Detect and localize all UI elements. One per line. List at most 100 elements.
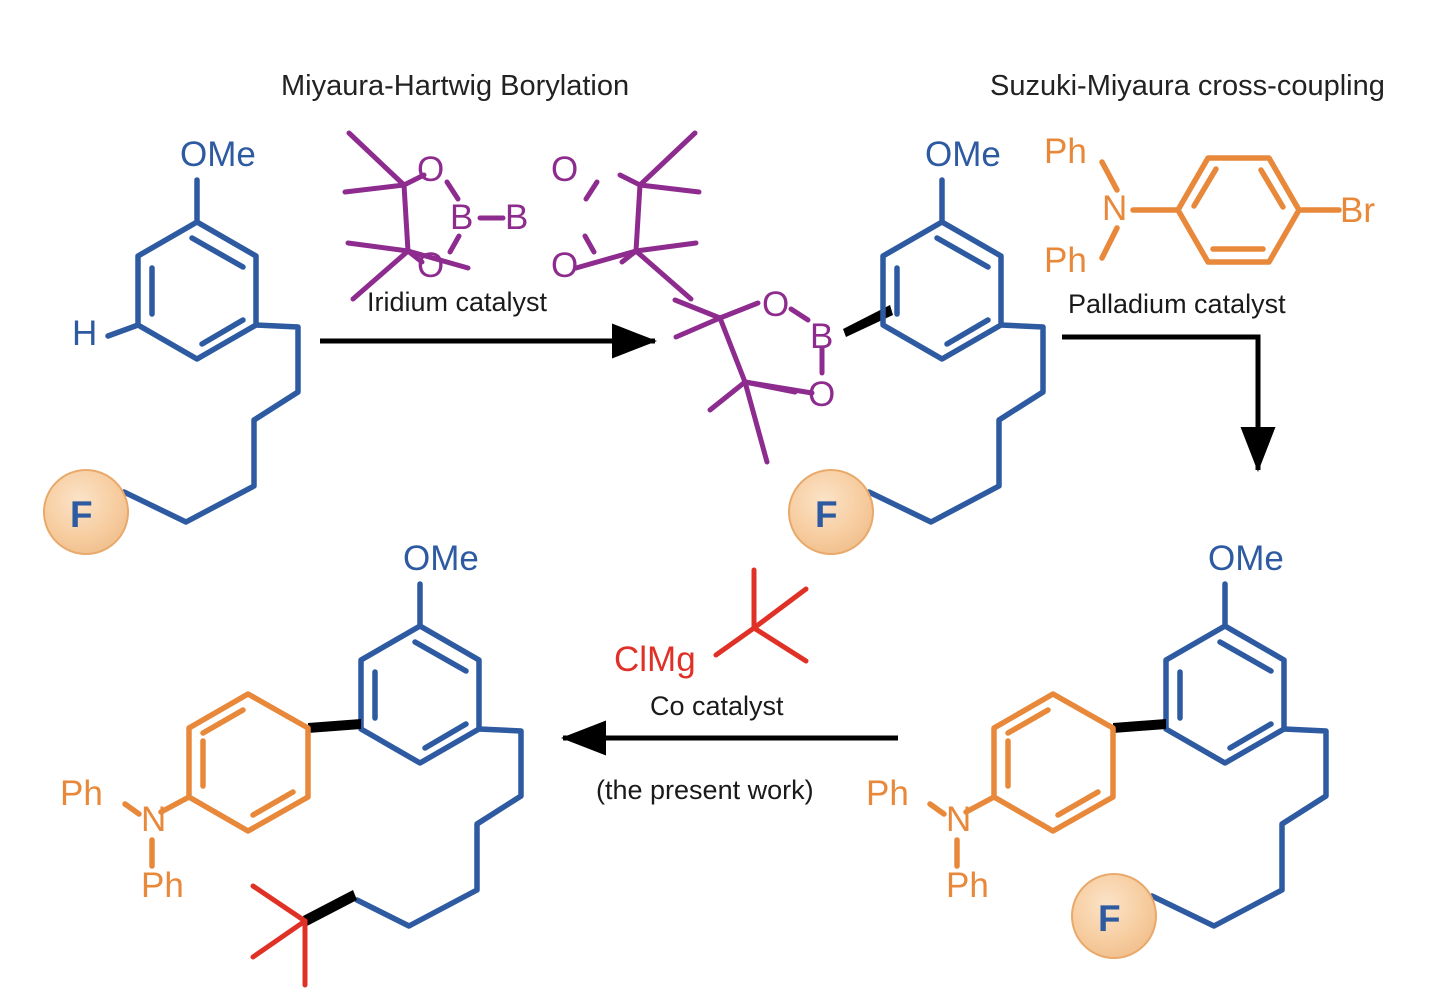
ring-aniline-coupled — [991, 691, 1116, 834]
arrow-line-step2 — [1062, 334, 1276, 472]
label-b-boronate: B — [810, 317, 833, 356]
label-ph-bromide-bot: Ph — [1044, 241, 1087, 280]
label-ome-product: OMe — [403, 539, 479, 578]
arrow-step1: Iridium catalyst — [320, 287, 657, 359]
ring-arene-substrate — [135, 219, 259, 362]
chain-alkyl-coupled — [1149, 726, 1329, 929]
boronate-c-o-bot — [742, 379, 798, 395]
label-o-b2pin2-lt: O — [417, 150, 444, 189]
bond-wedge-biaryl-product — [308, 719, 361, 733]
label-br: Br — [1340, 191, 1375, 230]
b2pin2-left-c-o-top — [401, 172, 427, 188]
label-o-boronate-bot: O — [808, 375, 835, 414]
label-n-coupled: N — [946, 800, 971, 839]
ring-aniline-product — [186, 691, 311, 834]
label-ph-product-left: Ph — [60, 774, 103, 813]
boronate-o-b-top — [788, 306, 811, 323]
ring-double-1 — [189, 235, 246, 270]
b2pin2-me-r1 — [637, 130, 698, 188]
b2pin2-me-l3 — [345, 240, 411, 254]
b2pin2-me-r4 — [633, 248, 694, 302]
label-ome-boronate: OMe — [925, 135, 1001, 174]
b2pin2-left-o-b-top — [444, 179, 461, 202]
label-ph-coupled-bot: Ph — [946, 866, 989, 905]
reagent-grignard: ClMg — [614, 567, 809, 679]
reagent-aryl-bromide: Ph Ph N Br — [1044, 132, 1375, 280]
ringbr-double-1 — [1191, 166, 1219, 209]
ring6-double-1 — [200, 707, 246, 736]
ring2-double-1 — [934, 235, 991, 270]
ring-arene-coupled — [1163, 623, 1287, 766]
bond-n-ph-bot — [1099, 225, 1120, 261]
highlight-circle-f-boronate — [788, 469, 874, 555]
boronate-me-3 — [707, 379, 748, 413]
bond-aryl-n-product — [158, 794, 192, 815]
bond-aryl-n-coupled — [963, 794, 997, 815]
b2pin2-right-c-o-bot — [619, 248, 639, 265]
boronate-me-2 — [673, 315, 723, 340]
b2pin2-me-r2 — [637, 182, 702, 195]
bond-n-ph-top — [1099, 159, 1120, 193]
label-o-b2pin2-rt: O — [551, 150, 578, 189]
label-f-coupled: F — [1098, 898, 1121, 939]
label-f-boronate: F — [815, 494, 838, 535]
ring5-double-3 — [422, 721, 469, 751]
molecule-coupled: OMe N Ph Ph F — [866, 539, 1329, 959]
label-ome-substrate: OMe — [180, 135, 256, 174]
bond-n-ph-product-l — [122, 801, 142, 817]
label-b-b2pin2-right: B — [505, 198, 528, 237]
b2pin2-right-c-o-top — [617, 172, 643, 188]
label-clmg: ClMg — [614, 640, 696, 679]
boronate-c-o-top — [717, 300, 761, 321]
reagent-b2pin2: O O B B O O — [342, 130, 702, 302]
chain-alkyl-substrate — [121, 322, 301, 525]
ring-arene-product — [358, 623, 482, 766]
ring2-double-3 — [944, 317, 991, 347]
b2pin2-me-r3 — [633, 240, 699, 254]
label-n-product: N — [141, 800, 166, 839]
label-ph-coupled-left: Ph — [866, 774, 909, 813]
molecule-boronate: O O B OMe F — [672, 135, 1046, 555]
ring-double-3 — [199, 317, 246, 347]
highlight-circle-f-substrate — [43, 469, 129, 555]
label-h-substrate: H — [72, 314, 97, 353]
bond-h-ring — [105, 322, 141, 339]
label-o-b2pin2-lb: O — [417, 246, 444, 285]
ring4-double-3 — [1055, 789, 1101, 818]
arrow-step3: Co catalyst (the present work) — [561, 691, 898, 805]
chain-alkyl-product — [354, 726, 524, 929]
bond-tbu-me-p2 — [250, 918, 308, 960]
b2pin2-left-o-b-bot — [447, 233, 462, 255]
ring3-double-3 — [1227, 721, 1274, 751]
label-palladium-catalyst: Palladium catalyst — [1068, 289, 1286, 319]
label-o-b2pin2-rb: O — [551, 246, 578, 285]
label-o-boronate-top: O — [762, 285, 789, 324]
label-ome-coupled: OMe — [1208, 539, 1284, 578]
boronate-cc — [717, 315, 815, 396]
b2pin2-me-l1 — [346, 130, 407, 188]
label-n-bromide: N — [1102, 189, 1127, 228]
label-b-b2pin2-left: B — [450, 198, 473, 237]
ring3-double-1 — [1217, 639, 1274, 674]
boronate-me-1 — [672, 297, 723, 321]
ring4-double-1 — [1005, 707, 1051, 736]
bond-mg-ctert — [713, 625, 757, 658]
bond-tbu-me-2 — [751, 586, 809, 631]
highlight-circle-f-coupled — [1071, 873, 1157, 959]
b2pin2-me-l4 — [350, 248, 411, 302]
bond-wedge-tbu-product — [303, 890, 357, 926]
b2pin2-left-c-o-bot — [405, 248, 425, 265]
b2pin2-right-o-b-top — [583, 179, 600, 202]
b2pin2-right-o-b-bot — [582, 233, 597, 255]
label-f-substrate: F — [70, 494, 93, 535]
molecule-product: OMe N Ph Ph — [60, 539, 524, 988]
ring-arene-boronate — [880, 219, 1004, 362]
boronate-me-4 — [742, 379, 770, 465]
b2pin2-me-l2 — [342, 182, 407, 195]
ring6-double-3 — [250, 789, 296, 818]
bond-wedge-biaryl-coupled — [1113, 719, 1166, 733]
ring5-double-1 — [412, 639, 469, 674]
heading-cross-coupling: Suzuki-Miyaura cross-coupling — [990, 70, 1385, 102]
